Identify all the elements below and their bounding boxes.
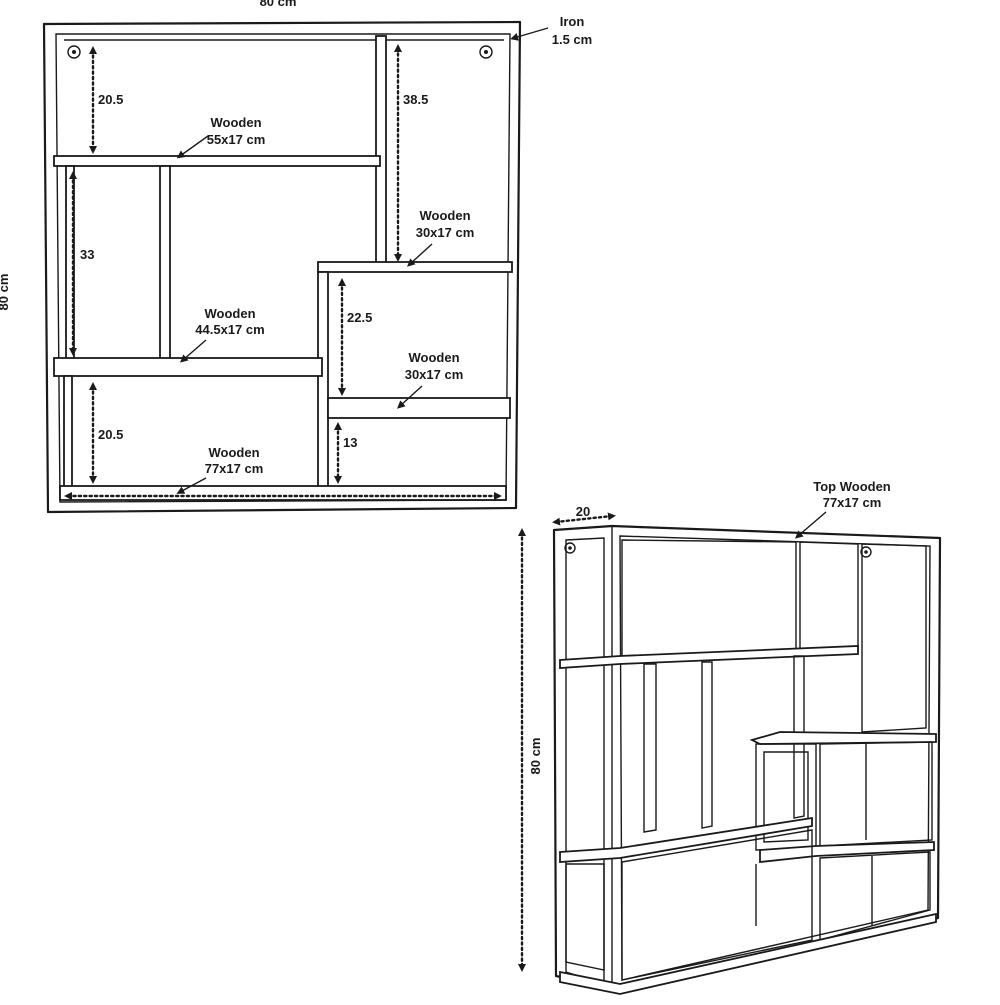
hook-icon [67, 45, 81, 59]
shelf-55 [53, 155, 381, 167]
front-view: 80 cm 80 cm [0, 0, 592, 514]
shelf-label-title: Wooden [208, 445, 259, 460]
outer-frame [42, 20, 522, 514]
vertical-post [375, 35, 387, 269]
compartment [819, 741, 933, 847]
shelf [559, 645, 859, 669]
top-label-title: Top Wooden [813, 479, 891, 494]
shelf-30-upper [317, 261, 513, 273]
leader-arrow [397, 385, 423, 409]
shelf-label-size: 30x17 cm [405, 367, 464, 382]
shelf [759, 841, 935, 864]
width-label: 80 cm [260, 0, 297, 9]
height-label: 80 cm [528, 738, 543, 775]
front-frame [619, 535, 931, 981]
iron-title: Iron [560, 14, 585, 29]
compartment [763, 751, 809, 843]
hook-icon [564, 542, 576, 554]
compartment [621, 539, 797, 661]
shelf-label-size: 77x17 cm [205, 461, 264, 476]
shelf-label-title: Wooden [210, 115, 261, 130]
leader-arrow [179, 339, 207, 363]
vertical-post [701, 661, 713, 829]
shelf-label-size: 30x17 cm [416, 225, 475, 240]
compartment [861, 543, 927, 733]
height-value: 22.5 [347, 310, 372, 325]
shelf-label-title: Wooden [408, 350, 459, 365]
perspective-view: Top Wooden 77x17 cm 20 80 cm [518, 479, 942, 995]
compartment [621, 829, 813, 981]
vertical-post [317, 271, 329, 501]
shelf-77 [59, 485, 507, 501]
hook-icon [479, 45, 493, 59]
dim-arrow [552, 512, 616, 526]
height-value: 13 [343, 435, 357, 450]
shelf-30-lower [327, 397, 511, 419]
depth-label: 20 [576, 504, 590, 519]
vertical-post [159, 165, 171, 367]
height-value: 33 [80, 247, 94, 262]
height-value: 20.5 [98, 427, 123, 442]
hook-icon [860, 546, 872, 558]
height-value: 38.5 [403, 92, 428, 107]
compartment [799, 541, 859, 653]
top-label-size: 77x17 cm [823, 495, 882, 510]
leader-arrow [407, 243, 433, 267]
leader-arrow [510, 27, 549, 41]
shelf-label-title: Wooden [204, 306, 255, 321]
height-value: 20.5 [98, 92, 123, 107]
shelf [559, 816, 813, 863]
shelf-label-title: Wooden [419, 208, 470, 223]
iron-size: 1.5 cm [552, 32, 592, 47]
shelf-label-size: 44.5x17 cm [195, 322, 264, 337]
leader-arrow [176, 135, 209, 159]
vertical-post [793, 655, 805, 819]
compartment [565, 863, 605, 971]
shelf-label-size: 55x17 cm [207, 132, 266, 147]
shelf-44 [53, 357, 323, 377]
vertical-post [643, 663, 657, 833]
compartment [819, 851, 931, 941]
vertical-post [63, 375, 73, 499]
side-frame [565, 537, 605, 985]
leader-arrow [176, 477, 207, 494]
shelf-bottom [559, 912, 937, 995]
height-label: 80 cm [0, 274, 11, 311]
